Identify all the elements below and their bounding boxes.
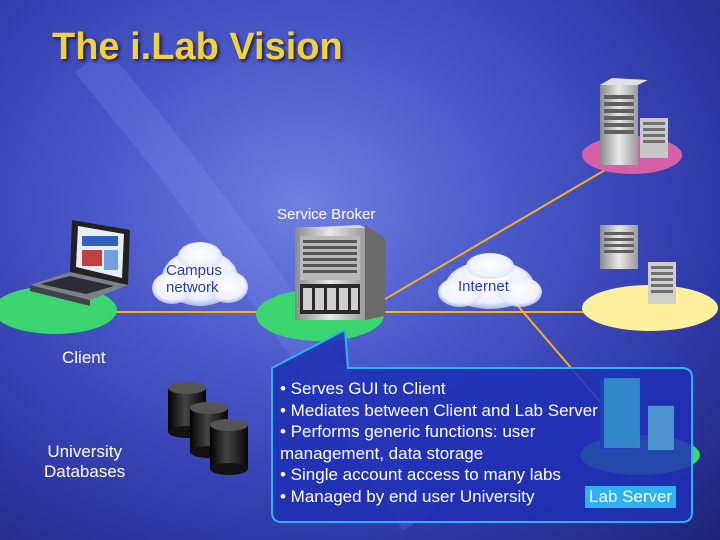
server-icon — [295, 225, 385, 320]
campus-network-label: Campus network — [166, 262, 222, 296]
server-icon — [600, 225, 676, 304]
server-icon — [604, 378, 674, 450]
callout-line: • Mediates between Client and Lab Server — [280, 400, 598, 420]
cloud-icon — [152, 242, 248, 306]
internet-label: Internet — [458, 278, 509, 295]
server-icon — [600, 78, 668, 165]
service-broker-label: Service Broker — [277, 206, 376, 223]
broker-server1-line — [374, 159, 623, 306]
databases-label: University Databases — [44, 442, 125, 482]
lab-server-label: Lab Server — [585, 486, 677, 508]
callout-line: • Performs generic functions: user — [280, 422, 536, 441]
callout-line: • Single account access to many labs — [280, 465, 561, 484]
databases-label-line: Databases — [44, 462, 126, 481]
client-label: Client — [62, 348, 106, 367]
slide-title: The i.Lab Vision — [52, 26, 343, 68]
campus-label-line: network — [166, 279, 219, 296]
databases-label-line: University — [47, 442, 122, 461]
laptop-icon — [30, 220, 130, 306]
cloud-icon — [438, 253, 542, 309]
callout-line: management, data storage — [280, 443, 484, 463]
callout-line: • Serves GUI to Client — [280, 379, 446, 398]
database-icon — [210, 419, 248, 475]
callout-text: • Serves GUI to Client • Mediates betwee… — [280, 378, 700, 507]
callout-box — [271, 328, 693, 523]
campus-label-line: Campus — [166, 262, 222, 279]
server3-node — [582, 285, 718, 331]
callout-line: • Managed by end user University — [280, 486, 535, 506]
